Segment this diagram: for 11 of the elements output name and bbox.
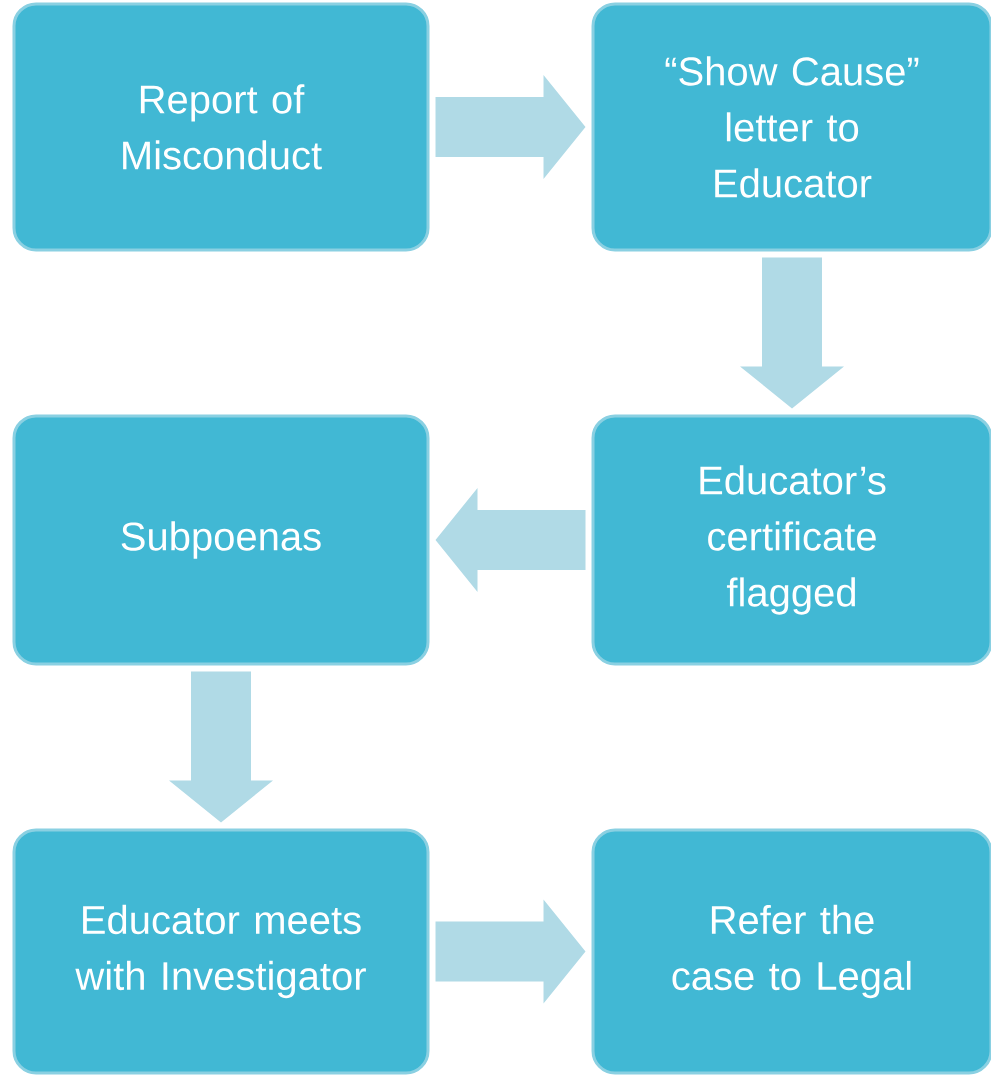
process-box: “Show Cause” letter to Educator [591, 2, 991, 252]
block-arrow [435, 488, 586, 592]
process-box: Report of Misconduct [12, 2, 430, 252]
process-box: Educator meets with Investigator [12, 828, 430, 1075]
process-box: Subpoenas [12, 414, 430, 666]
process-box: Educator’s certificate flagged [591, 414, 991, 666]
block-arrow [169, 671, 273, 823]
block-arrow [740, 257, 844, 409]
block-arrow [435, 75, 586, 179]
process-box: Refer the case to Legal [591, 828, 991, 1075]
block-arrow [435, 899, 586, 1004]
